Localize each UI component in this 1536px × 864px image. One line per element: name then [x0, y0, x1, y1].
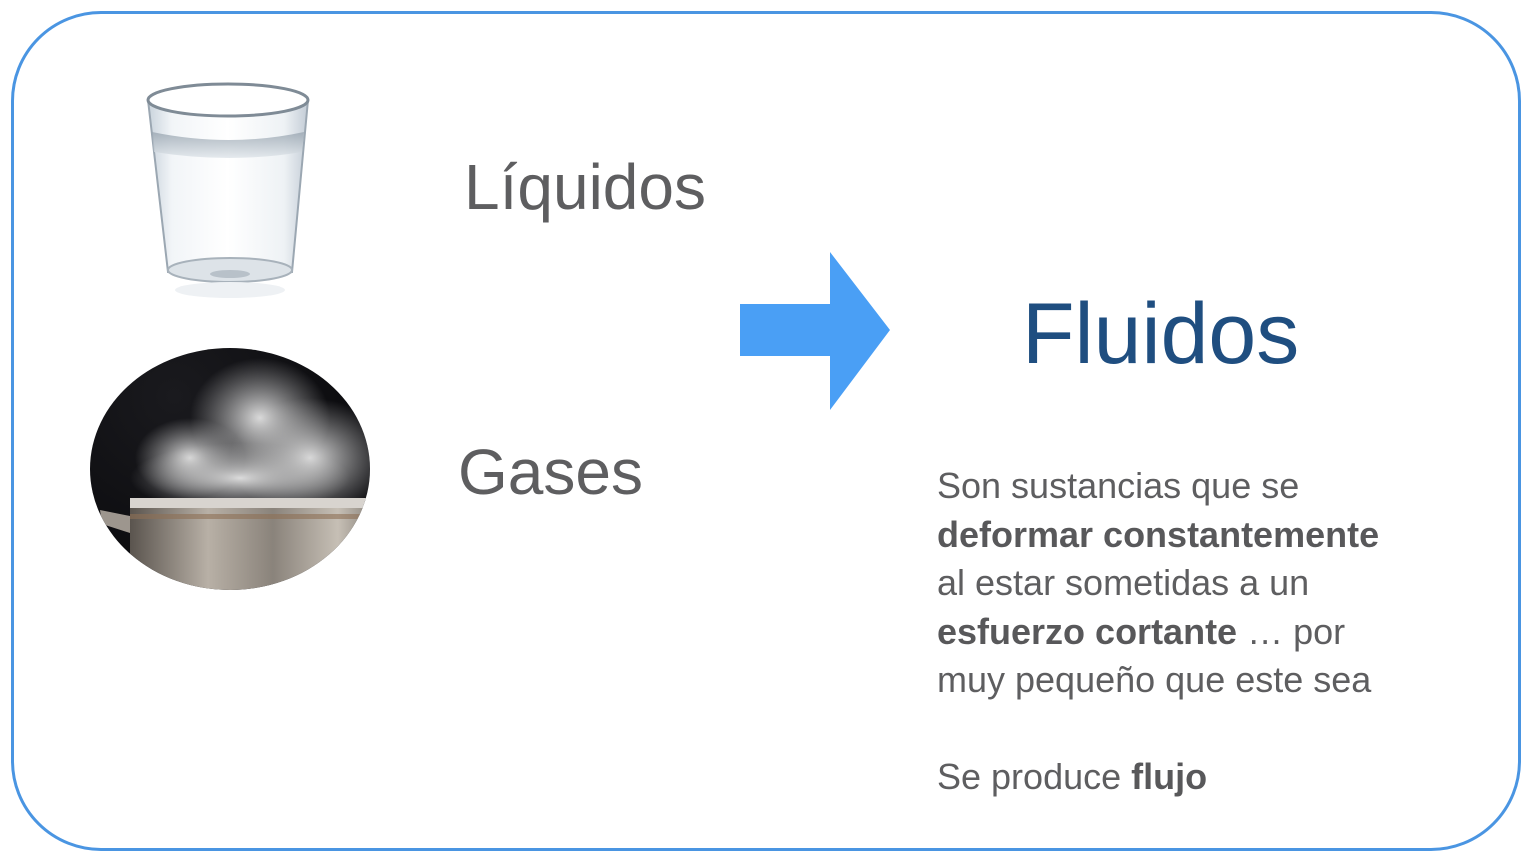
definition-bold-shear: esfuerzo cortante	[937, 610, 1238, 652]
right-arrow-icon	[738, 250, 892, 417]
definition-line-5: muy pequeño que este sea	[937, 659, 1372, 700]
steaming-pot-image	[90, 348, 370, 590]
definition-line-4-rest: … por	[1237, 610, 1346, 652]
definition-line-1: Son sustancias que se	[937, 465, 1300, 506]
definition-line-3: al estar sometidas a un	[937, 562, 1310, 603]
conclusion-bold-flow: flujo	[1131, 755, 1208, 797]
definition-text: Son sustancias que se deformar constante…	[937, 462, 1497, 801]
liquids-label: Líquidos	[464, 151, 706, 223]
glass-of-water-image	[140, 72, 320, 302]
page-title: Fluidos	[1022, 286, 1300, 382]
conclusion-prefix: Se produce	[937, 755, 1132, 797]
definition-bold-deform: deformar constantemente	[937, 513, 1380, 555]
gases-label: Gases	[458, 436, 643, 508]
